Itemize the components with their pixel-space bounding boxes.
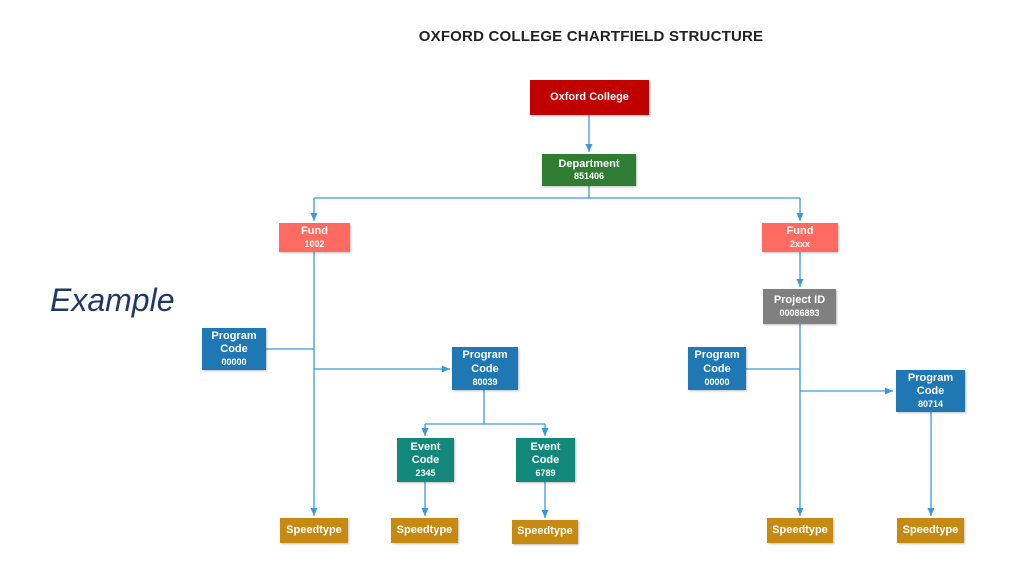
node-code: 2345	[415, 468, 436, 479]
node-event-a: Event Code 2345	[397, 438, 454, 482]
node-label: Program Code	[462, 349, 508, 375]
node-label: Speedtype	[772, 523, 828, 536]
node-oxford-college: Oxford College	[530, 80, 649, 115]
node-label: Speedtype	[902, 523, 959, 536]
node-label: Event Code	[410, 440, 441, 467]
node-code: 00086893	[779, 307, 820, 318]
page-title: OXFORD COLLEGE CHARTFIELD STRUCTURE	[418, 28, 764, 45]
node-label: Speedtype	[286, 523, 342, 536]
node-code: 80714	[917, 399, 944, 410]
node-label: Oxford College	[550, 90, 629, 103]
node-label: Department	[558, 157, 620, 170]
node-code: 6789	[535, 468, 556, 479]
node-speedtype: Speedtype	[897, 518, 964, 543]
node-program-right-a: Program Code 00000	[688, 347, 746, 390]
node-department: Department 851406	[542, 154, 636, 186]
node-label: Fund	[301, 225, 328, 237]
node-speedtype: Speedtype	[767, 518, 833, 543]
node-code: 851406	[573, 171, 605, 182]
node-fund-right: Fund 2xxx	[762, 223, 838, 252]
node-label: Fund	[786, 225, 814, 237]
node-label: Project ID	[773, 294, 826, 306]
node-code: 80039	[472, 376, 498, 387]
node-event-b: Event Code 6789	[516, 438, 575, 482]
node-code: 1002	[304, 238, 325, 249]
example-label: Example	[50, 282, 175, 318]
node-label: Event Code	[530, 440, 561, 467]
node-label: Program Code	[907, 371, 954, 398]
node-program-mid: Program Code 80039	[452, 347, 518, 390]
node-program-left: Program Code 00000	[202, 328, 266, 370]
node-code: 00000	[704, 376, 730, 387]
node-label: Program Code	[694, 349, 740, 375]
node-speedtype: Speedtype	[280, 518, 348, 543]
node-code: 2xxx	[789, 238, 811, 249]
node-label: Speedtype	[517, 525, 573, 538]
node-program-right-b: Program Code 80714	[896, 370, 965, 412]
node-project-id: Project ID 00086893	[763, 289, 836, 324]
node-code: 00000	[221, 357, 247, 368]
node-label: Speedtype	[396, 523, 453, 536]
node-label: Program Code	[211, 329, 257, 356]
node-speedtype: Speedtype	[512, 520, 578, 544]
node-speedtype: Speedtype	[391, 518, 458, 543]
node-fund-left: Fund 1002	[279, 223, 350, 252]
